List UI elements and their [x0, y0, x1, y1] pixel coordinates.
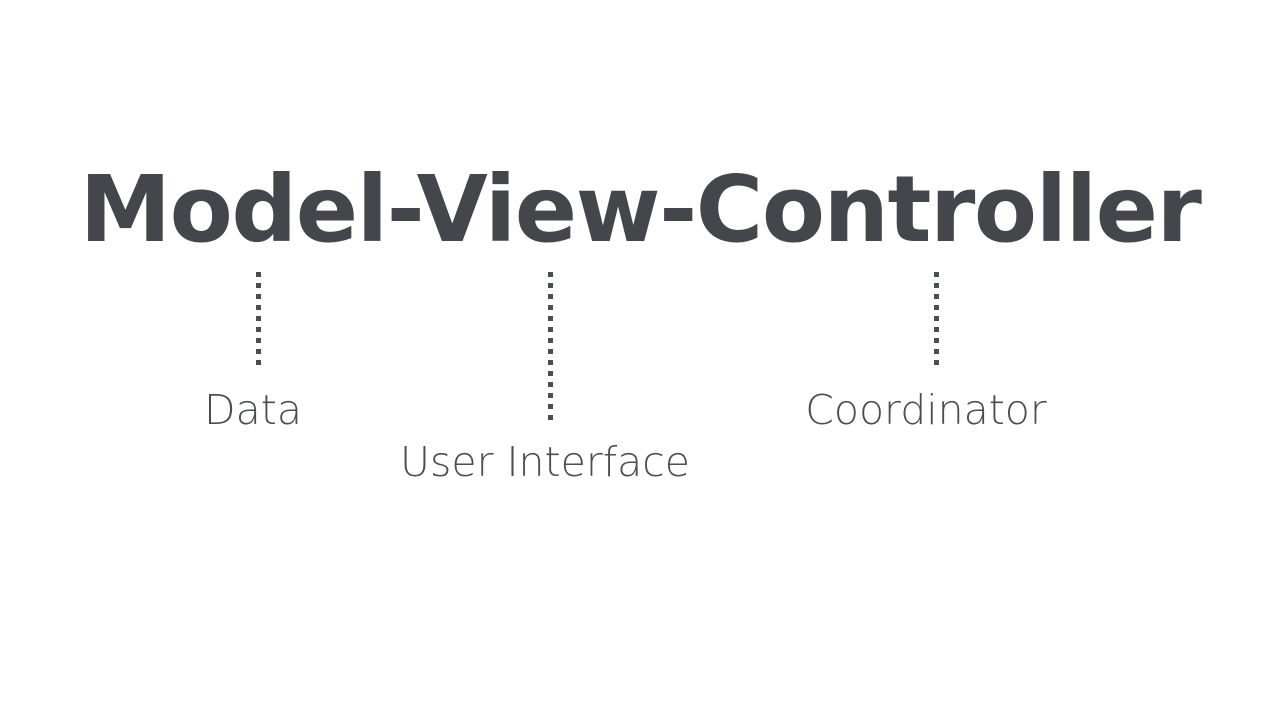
connector-line-controller [934, 272, 939, 366]
page-title: Model-View-Controller [79, 156, 1202, 263]
annotation-label-controller: Coordinator [805, 386, 1047, 434]
annotation-label-view: User Interface [399, 438, 691, 486]
connector-line-model [256, 272, 261, 366]
connector-line-view [548, 272, 553, 420]
annotation-label-model: Data [204, 386, 302, 434]
